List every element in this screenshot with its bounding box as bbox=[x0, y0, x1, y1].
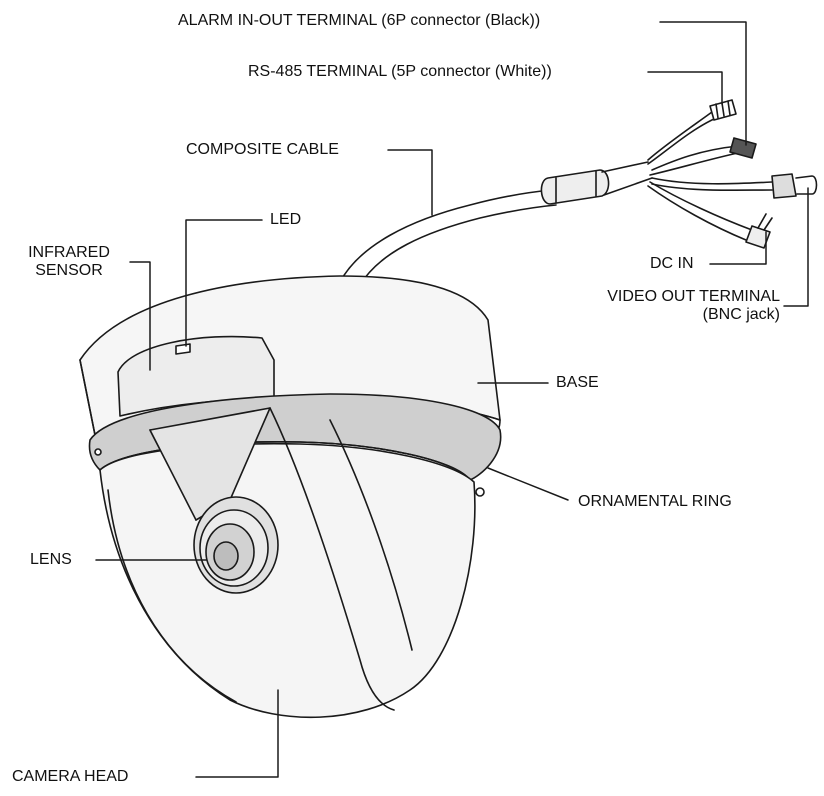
composite-cable-leader-line bbox=[387, 149, 433, 216]
base-label: BASE bbox=[556, 374, 599, 391]
infrared-sensor-label-line1: INFRARED bbox=[28, 244, 110, 261]
infrared-sensor-label-line2: SENSOR bbox=[35, 262, 103, 279]
infrared-leader-line bbox=[129, 261, 151, 371]
composite-cable-illustration bbox=[339, 99, 818, 286]
dc-in-label: DC IN bbox=[650, 255, 694, 272]
composite-cable-label: COMPOSITE CABLE bbox=[186, 141, 339, 158]
rs485-leader-line bbox=[647, 71, 723, 105]
camera-head-label: CAMERA HEAD bbox=[12, 768, 129, 785]
ornamental-ring-label: ORNAMENTAL RING bbox=[578, 493, 732, 510]
led-leader-line bbox=[185, 219, 263, 347]
video-out-label-line1: VIDEO OUT TERMINAL bbox=[607, 288, 780, 305]
video-out-leader-line bbox=[783, 187, 809, 307]
camera-head-illustration bbox=[99, 407, 476, 719]
video-out-label: VIDEO OUT TERMINAL (BNC jack) bbox=[560, 288, 780, 324]
alarm-terminal-label: ALARM IN-OUT TERMINAL (6P connector (Bla… bbox=[178, 12, 541, 29]
led-indicator bbox=[175, 343, 191, 355]
camera-head-leader-line bbox=[195, 689, 279, 778]
leader-lines bbox=[95, 21, 809, 778]
rs485-terminal-label: RS-485 TERMINAL (5P connector (White)) bbox=[248, 63, 552, 80]
lens-label: LENS bbox=[30, 551, 72, 568]
dc-in-leader-line bbox=[709, 231, 767, 265]
infrared-sensor-label: INFRARED SENSOR bbox=[10, 244, 128, 280]
video-out-label-line2: (BNC jack) bbox=[702, 306, 780, 323]
ornamental-ring-leader-line bbox=[487, 467, 569, 501]
led-label: LED bbox=[270, 211, 302, 228]
lens-illustration bbox=[193, 496, 279, 594]
alarm-leader-line bbox=[659, 21, 747, 146]
infrared-sensor-illustration bbox=[117, 335, 275, 417]
